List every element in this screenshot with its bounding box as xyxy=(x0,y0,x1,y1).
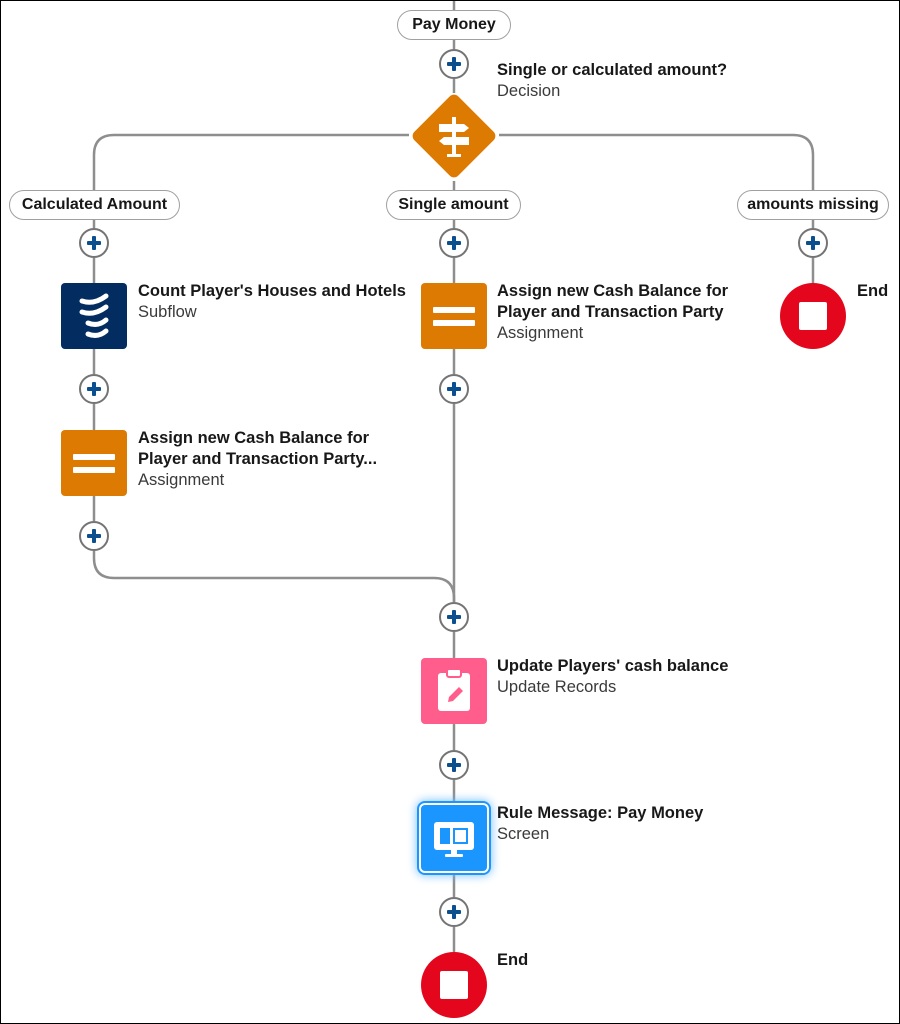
screen-node[interactable] xyxy=(421,805,487,871)
subflow-title: Count Player's Houses and Hotels xyxy=(138,282,406,300)
screen-icon xyxy=(434,822,474,857)
start-element-pay-money[interactable]: Pay Money xyxy=(397,10,511,40)
decision-type: Decision xyxy=(497,82,561,100)
decision-node[interactable] xyxy=(409,91,499,181)
equals-icon xyxy=(73,454,115,473)
signpost-icon xyxy=(412,94,496,178)
assignment-node-middle[interactable] xyxy=(421,283,487,349)
end-node-bottom[interactable] xyxy=(421,952,487,1018)
end-right-label: End xyxy=(857,281,888,302)
screen-label: Rule Message: Pay Money Screen xyxy=(497,803,703,845)
assignment-left-title-line1: Assign new Cash Balance for xyxy=(138,429,370,447)
subflow-waves-icon xyxy=(79,293,109,338)
assignment-middle-type: Assignment xyxy=(497,324,584,342)
add-element-plus-icon[interactable] xyxy=(79,228,109,258)
branch-calculated-amount[interactable]: Calculated Amount xyxy=(9,190,180,220)
add-element-plus-icon[interactable] xyxy=(439,228,469,258)
assignment-left-type: Assignment xyxy=(138,471,225,489)
assignment-node-left[interactable] xyxy=(61,430,127,496)
assignment-middle-title-line2: Player and Transaction Party xyxy=(497,303,724,321)
branch-amounts-missing[interactable]: amounts missing xyxy=(737,190,889,220)
subflow-node[interactable] xyxy=(61,283,127,349)
stop-icon xyxy=(440,971,468,999)
assignment-middle-label: Assign new Cash Balance for Player and T… xyxy=(497,281,728,344)
stop-icon xyxy=(799,302,827,330)
assignment-left-label: Assign new Cash Balance for Player and T… xyxy=(138,428,377,491)
update-records-type: Update Records xyxy=(497,678,617,696)
add-element-plus-icon[interactable] xyxy=(439,602,469,632)
add-element-plus-icon[interactable] xyxy=(79,374,109,404)
branch-single-amount[interactable]: Single amount xyxy=(386,190,521,220)
add-element-plus-icon[interactable] xyxy=(439,49,469,79)
end-node-right[interactable] xyxy=(780,283,846,349)
assignment-middle-title-line1: Assign new Cash Balance for xyxy=(497,282,729,300)
update-records-label: Update Players' cash balance Update Reco… xyxy=(497,656,728,698)
end-bottom-label: End xyxy=(497,950,528,971)
add-element-plus-icon[interactable] xyxy=(439,374,469,404)
add-element-plus-icon[interactable] xyxy=(439,750,469,780)
add-element-plus-icon[interactable] xyxy=(798,228,828,258)
end-bottom-title: End xyxy=(497,951,529,969)
subflow-label: Count Player's Houses and Hotels Subflow xyxy=(138,281,406,323)
decision-label: Single or calculated amount? Decision xyxy=(497,60,727,102)
update-records-node[interactable] xyxy=(421,658,487,724)
decision-title: Single or calculated amount? xyxy=(497,61,728,79)
add-element-plus-icon[interactable] xyxy=(79,521,109,551)
subflow-type: Subflow xyxy=(138,303,197,321)
screen-type: Screen xyxy=(497,825,550,843)
update-records-title: Update Players' cash balance xyxy=(497,657,729,675)
equals-icon xyxy=(433,307,475,326)
end-right-title: End xyxy=(857,282,889,300)
add-element-plus-icon[interactable] xyxy=(439,897,469,927)
assignment-left-title-line2: Player and Transaction Party... xyxy=(138,450,378,468)
clipboard-edit-icon xyxy=(438,668,470,711)
screen-title: Rule Message: Pay Money xyxy=(497,804,704,822)
